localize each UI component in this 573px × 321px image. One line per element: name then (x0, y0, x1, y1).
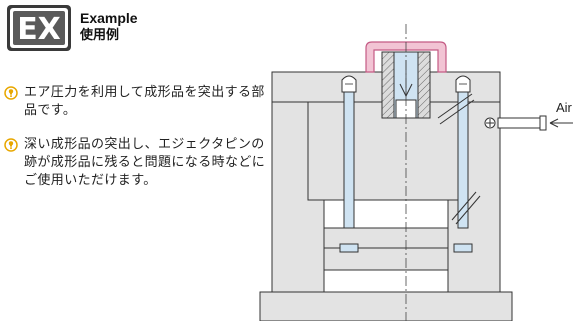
pin-head-left (339, 243, 359, 253)
air-inlet-pipe (497, 117, 543, 129)
example-title: Example (80, 10, 138, 26)
pin-head-right (453, 243, 473, 253)
air-label: Air (556, 100, 573, 115)
mold-diagram: Air (259, 24, 573, 321)
bullet-text: エア圧力を利用して成形品を突出する部品です。 (24, 85, 265, 118)
example-subtitle: 使用例 (80, 28, 120, 43)
bottom-plate (259, 291, 513, 321)
ejector-plate-lower (323, 247, 449, 271)
ejector-pin-left (343, 91, 355, 229)
space-block (323, 199, 449, 229)
core-right (417, 51, 431, 119)
info-bulb-icon (4, 86, 18, 100)
bullet-item: 深い成形品の突出し、エジェクタピンの跡が成形品に残ると問題になる時などにご使用い… (4, 136, 266, 212)
core-left (381, 51, 395, 119)
bullet-text: 深い成形品の突出し、エジェクタピンの跡が成形品に残ると問題になる時などにご使用い… (24, 137, 266, 188)
ex-logo-icon: EX (7, 5, 71, 51)
info-bulb-icon (4, 138, 18, 152)
bullet-item: エア圧力を利用して成形品を突出する部品です。 (4, 84, 266, 124)
molded-product (365, 41, 447, 73)
logo-text: EX (17, 12, 61, 47)
